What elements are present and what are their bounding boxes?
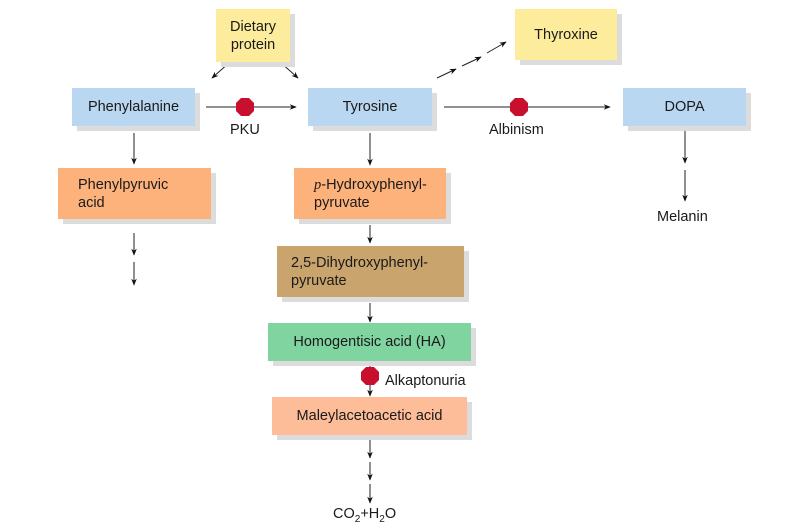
node-phenylalanine: Phenylalanine [72,88,195,126]
arrow-dietary-to-phenylalanine [211,61,231,79]
node-dihydroxy-line1: 2,5-Dihydroxyphenyl- [291,254,429,271]
co2-h2o-co: CO [333,506,355,522]
albinism-block-icon [510,98,528,116]
node-dopa-label: DOPA [664,99,705,115]
node-phenylpyruvic-line2: acid [78,194,105,211]
node-p-hydroxy-line2: pyruvate [314,194,370,211]
node-phenylpyruvic-line1: Phenylpyruvic [78,176,169,193]
node-dietary-protein: Dietary protein [216,9,290,62]
node-maleyl-label: Maleylacetoacetic acid [296,408,443,424]
node-dihydroxy-line2: pyruvate [291,272,347,289]
node-p-hydroxy-line1: p-Hydroxyphenyl- [314,176,427,194]
node-melanin: Melanin [657,209,708,225]
co2-h2o-plus-h: +H [360,506,380,522]
node-p-hydroxy-prefix: p [314,176,322,193]
arrow-dietary-to-tyrosine [279,61,299,79]
node-dopa: DOPA [623,88,746,126]
block-label-albinism: Albinism [489,122,544,138]
alkaptonuria-block-icon [361,367,379,385]
arrow-tyrosine-to-thyroxine-1 [436,68,457,79]
block-label-alkaptonuria: Alkaptonuria [385,373,466,389]
arrow-tyrosine-to-thyroxine-2 [461,56,482,67]
arrow-tyrosine-to-thyroxine-3 [486,41,507,54]
node-tyrosine: Tyrosine [308,88,432,126]
block-label-pku: PKU [230,122,260,138]
pku-block-icon [236,98,254,116]
node-tyrosine-label: Tyrosine [342,99,398,115]
node-maleylacetoacetic-acid: Maleylacetoacetic acid [272,397,467,435]
co2-h2o-sub2: 2 [379,513,385,525]
node-dietary-protein-line2: protein [230,36,276,53]
node-phenylalanine-label: Phenylalanine [87,99,180,115]
node-dihydroxyphenylpyruvate: 2,5-Dihydroxyphenyl- pyruvate [277,246,464,297]
node-thyroxine-label: Thyroxine [534,26,598,43]
co2-h2o-sub1: 2 [354,513,361,525]
node-dietary-protein-line1: Dietary [230,18,276,35]
node-homogentisic-label: Homogentisic acid (HA) [293,334,446,350]
node-p-hydroxy-line1-rest: -Hydroxyphenyl- [321,176,427,193]
node-phenylpyruvic-acid: Phenylpyruvic acid [58,168,211,219]
node-homogentisic-acid: Homogentisic acid (HA) [268,323,471,361]
node-p-hydroxyphenylpyruvate: p-Hydroxyphenyl- pyruvate [294,168,446,219]
node-co2-h2o: CO2+H2O [333,505,396,529]
co2-h2o-o: O [384,506,397,522]
node-thyroxine: Thyroxine [515,9,617,60]
